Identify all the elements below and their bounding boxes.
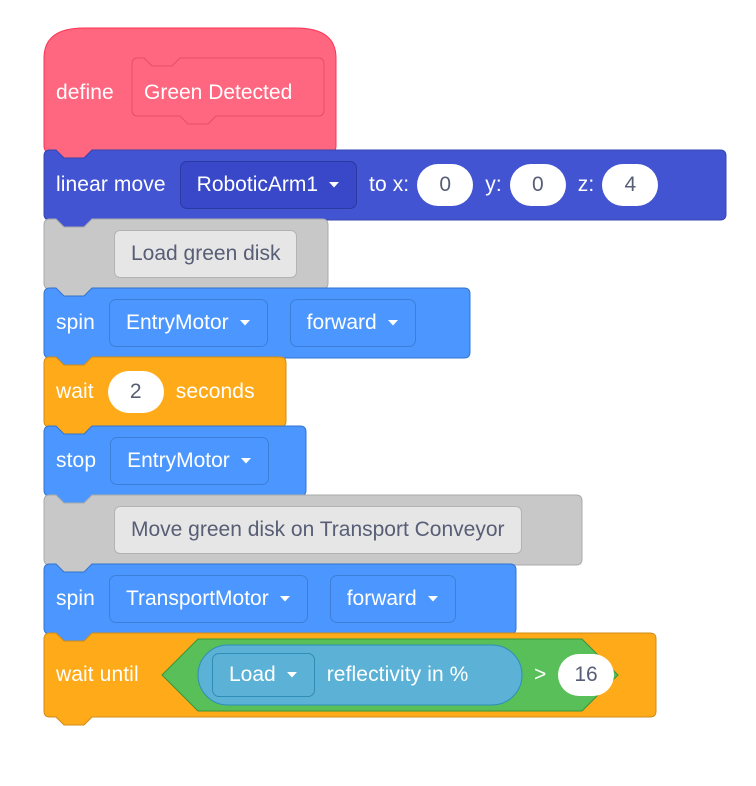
wait-keyword: wait	[56, 380, 94, 403]
z-input[interactable]: 4	[602, 164, 659, 206]
reflectivity-label: reflectivity in %	[326, 663, 469, 686]
transport-motor-value: TransportMotor	[125, 587, 269, 610]
entry-motor-dropdown[interactable]: EntryMotor	[108, 299, 268, 347]
direction-dropdown[interactable]: forward	[289, 299, 416, 347]
stop-motor-value: EntryMotor	[127, 449, 230, 472]
chevron-down-icon	[387, 320, 398, 326]
comment-block-load[interactable]: Load green disk	[43, 218, 329, 298]
custom-block-name: Green Detected	[144, 81, 293, 104]
comment-text-field[interactable]: Move green disk on Transport Conveyor	[114, 506, 522, 554]
wait-until-keyword: wait until	[56, 663, 139, 686]
chevron-down-icon	[286, 672, 297, 678]
stop-keyword: stop	[56, 449, 97, 472]
to-x-label: to x:	[369, 173, 410, 196]
define-keyword: define	[56, 81, 114, 104]
seconds-label: seconds	[175, 380, 255, 403]
y-input[interactable]: 0	[509, 164, 566, 206]
x-input[interactable]: 0	[417, 164, 474, 206]
chevron-down-icon	[240, 458, 251, 464]
wait-until-block[interactable]: wait until Load reflectivity in % > 16	[43, 632, 657, 726]
wait-seconds-input[interactable]: 2	[107, 371, 164, 413]
prototype-shape	[131, 57, 325, 125]
chevron-down-icon	[427, 596, 438, 602]
wait-seconds-block[interactable]: wait 2 seconds	[43, 356, 287, 436]
robotic-arm-dropdown[interactable]: RoboticArm1	[179, 161, 358, 209]
greater-than-symbol: >	[534, 663, 547, 686]
greater-than-operator[interactable]: Load reflectivity in % > 16	[161, 638, 619, 712]
comment-text-field[interactable]: Load green disk	[114, 230, 298, 278]
threshold-input[interactable]: 16	[558, 654, 614, 696]
direction-dropdown[interactable]: forward	[329, 575, 456, 623]
spin-entry-block[interactable]: spin EntryMotor forward	[43, 287, 471, 367]
linear-move-block[interactable]: linear move RoboticArm1 to x: 0 y: 0 z: …	[43, 149, 727, 229]
z-label: z:	[577, 173, 595, 196]
reflectivity-reporter[interactable]: Load reflectivity in %	[197, 644, 523, 706]
direction-value: forward	[306, 311, 377, 334]
spin-transport-block[interactable]: spin TransportMotor forward	[43, 563, 517, 643]
define-block[interactable]: define Green Detected	[43, 27, 337, 161]
stop-entry-block[interactable]: stop EntryMotor	[43, 425, 307, 505]
sensor-value: Load	[229, 663, 276, 686]
chevron-down-icon	[329, 182, 340, 188]
direction-value: forward	[346, 587, 417, 610]
spin-keyword: spin	[56, 587, 95, 610]
linear-move-keyword: linear move	[56, 173, 166, 196]
stop-motor-dropdown[interactable]: EntryMotor	[110, 437, 269, 485]
entry-motor-value: EntryMotor	[125, 311, 229, 334]
comment-block-move[interactable]: Move green disk on Transport Conveyor	[43, 494, 583, 574]
transport-motor-dropdown[interactable]: TransportMotor	[108, 575, 308, 623]
y-label: y:	[485, 173, 502, 196]
chevron-down-icon	[279, 596, 290, 602]
sensor-dropdown[interactable]: Load	[212, 653, 315, 697]
custom-block-prototype[interactable]: Green Detected	[131, 57, 325, 128]
robotic-arm-value: RoboticArm1	[196, 173, 319, 196]
spin-keyword: spin	[56, 311, 95, 334]
chevron-down-icon	[239, 320, 250, 326]
